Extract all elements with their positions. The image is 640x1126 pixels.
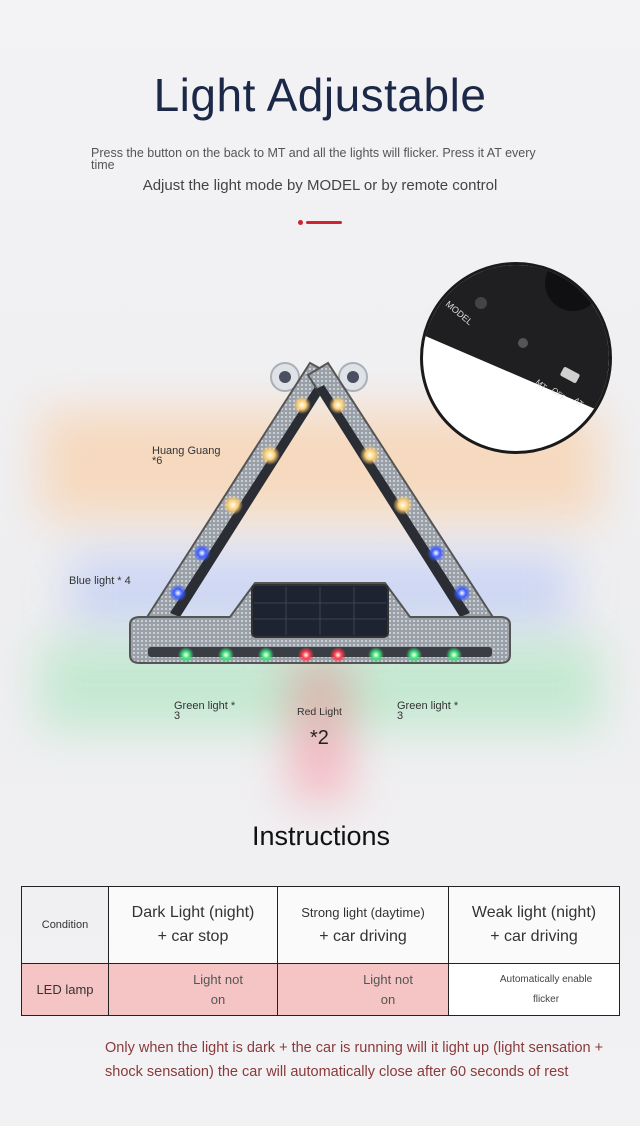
label-red-light: Red Light: [297, 706, 342, 718]
accent-divider: [306, 221, 342, 224]
table-header-row: Condition Dark Light (night)+ car stop S…: [21, 886, 620, 964]
page-title: Light Adjustable: [153, 69, 487, 121]
condition-header: Condition: [21, 886, 109, 964]
instructions-table: Condition Dark Light (night)+ car stop S…: [21, 886, 620, 1016]
label-yellow-light: Huang Guang *6: [152, 445, 221, 467]
label-blue-light: Blue light * 4: [69, 575, 131, 587]
label-green-light-left: Green light * 3: [174, 700, 236, 722]
description-line-2: Adjust the light mode by MODEL or by rem…: [142, 177, 498, 194]
switch-closeup-image: MODEL MT OFF AT: [423, 265, 609, 415]
description-line-1: Press the button on the back to MT and a…: [91, 146, 536, 172]
row-label-led-lamp: LED lamp: [21, 963, 109, 1016]
label-green-light-right: Green light * 3: [397, 700, 459, 722]
header-weak-light: Weak light (night)+ car driving: [448, 886, 620, 964]
label-red-count: *2: [310, 727, 329, 749]
warning-triangle-light-image: [129, 361, 511, 664]
header-dark-light: Dark Light (night)+ car stop: [108, 886, 278, 964]
instructions-title: Instructions: [252, 821, 391, 851]
header-strong-light: Strong light (daytime)+ car driving: [277, 886, 449, 964]
red-glow: [290, 660, 350, 800]
back-switch-closeup: MODEL MT OFF AT: [420, 262, 612, 454]
accent-dot: [298, 220, 303, 225]
instructions-note: Only when the light is dark + the car is…: [105, 1040, 604, 1080]
